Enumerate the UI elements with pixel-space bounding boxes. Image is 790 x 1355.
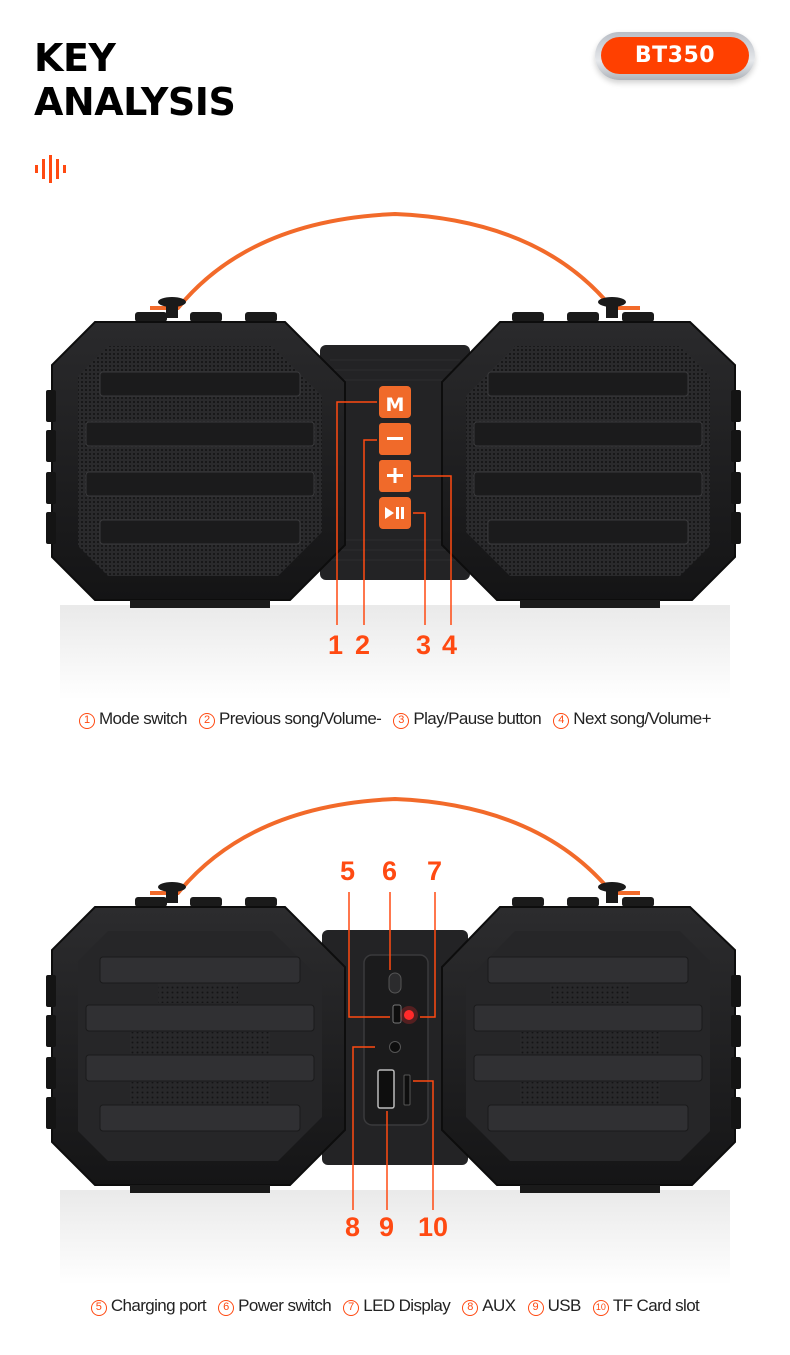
legend-label: Power switch [238,1296,332,1315]
plus-icon [387,468,403,483]
callout-8: 8 [345,1212,361,1242]
legend-label: USB [547,1296,582,1315]
callout-5: 5 [340,856,356,886]
legend-number: 10 [592,1300,609,1316]
front-speaker-illustration: M [46,211,741,700]
legend-number: 2 [199,713,216,729]
legend-label: Previous song/Volume- [219,709,382,728]
legend-number: 7 [343,1300,360,1316]
title-line-2: ANALYSIS [34,80,236,124]
legend-number: 3 [393,713,410,729]
usb-port [377,1069,395,1109]
title-line-1: KEY [34,36,116,80]
callout-2: 2 [355,630,371,660]
front-view-panel: M 1 2 3 4 [0,200,790,710]
legend-label: TF Card slot [612,1296,700,1315]
callout-lines [348,892,436,1210]
mode-button[interactable] [379,386,411,418]
legend-label: Mode switch [99,709,187,728]
aux-port [389,1041,401,1053]
callout-4: 4 [442,630,458,660]
legend-label: LED Display [363,1296,451,1315]
legend-label: Charging port [110,1296,207,1315]
minus-icon [387,437,403,440]
legend-number: 4 [553,713,570,729]
model-badge-label: BT350 [601,37,749,74]
callout-10: 10 [418,1212,449,1242]
callout-6: 6 [382,856,398,886]
legend-number: 6 [218,1300,235,1316]
callout-7: 7 [427,856,443,886]
power-switch[interactable] [388,972,402,994]
model-badge: BT350 [595,32,755,80]
callout-1: 1 [328,630,344,660]
back-speaker-illustration [46,796,741,1285]
led-indicator [404,1010,414,1020]
control-buttons: M [379,386,411,529]
mode-glyph: M [386,394,405,416]
back-view-panel: 5 6 7 8 9 10 [0,785,790,1290]
sound-wave-icon [35,155,66,183]
tf-card-slot [403,1074,411,1106]
legend-number: 1 [79,713,95,729]
legend-label: Play/Pause button [413,709,542,728]
legend-label: Next song/Volume+ [573,709,711,728]
callout-lines [336,401,452,625]
callout-3: 3 [416,630,432,660]
charging-port [392,1004,402,1024]
play-pause-button[interactable] [379,497,411,529]
legend-number: 9 [527,1300,544,1316]
play-pause-icon [385,507,404,519]
page-title: KEY ANALYSIS [34,36,236,124]
legend-label: AUX [482,1296,516,1315]
legend-number: 5 [90,1300,107,1316]
callout-9: 9 [379,1212,395,1242]
legend-number: 8 [462,1300,479,1316]
